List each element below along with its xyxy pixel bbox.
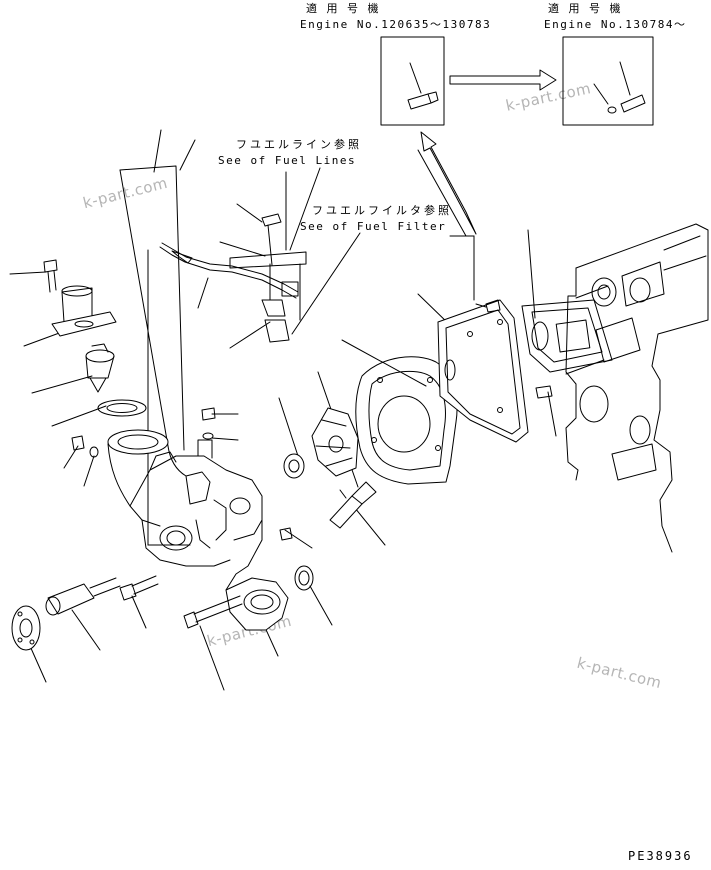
fuel-filter-note-jp: フユエルフイルタ参照 [312,204,452,217]
engine-block [565,223,709,553]
o-ring [294,565,314,591]
water-pump-body [107,429,263,591]
inset-arrow [449,69,557,91]
pointer-arrow [417,131,477,237]
long-bolt [183,595,243,629]
mounting-plate [437,299,529,443]
fuel-lines-note-jp: フユエルライン参照 [236,138,362,151]
inset-right-applicable-label: 適 用 号 機 [548,2,624,15]
assembly-bracket [119,165,191,546]
inset-left-applicable-label: 適 用 号 機 [306,2,382,15]
side-bolts [201,407,293,541]
inset-left-box [380,36,445,126]
cover-gasket [521,299,613,399]
pump-shaft-bearing [45,577,121,616]
water-outlet-elbow [225,577,289,631]
inset-left-engine-range: Engine No.120635～130783 [300,18,492,31]
water-temp-sensor [329,481,377,529]
figure-code: PE38936 [628,849,693,863]
thermostat-cover [51,285,117,337]
thermostat [85,343,115,393]
inset-right-engine-range: Engine No.130784～ [544,18,687,31]
pump-gasket [355,356,458,485]
fuel-line-assembly [159,171,307,343]
bolt-top-left [43,259,58,293]
fuel-filter-note-en: See of Fuel Filter [300,220,447,233]
fuel-lines-note-en: See of Fuel Lines [218,154,357,167]
seal [283,453,305,479]
thermostat-gasket [97,399,147,417]
plug-and-washer [71,435,99,458]
short-bolt [119,575,159,601]
impeller [311,407,359,477]
inset-right-box [562,36,654,126]
pulley-flange [11,605,41,651]
